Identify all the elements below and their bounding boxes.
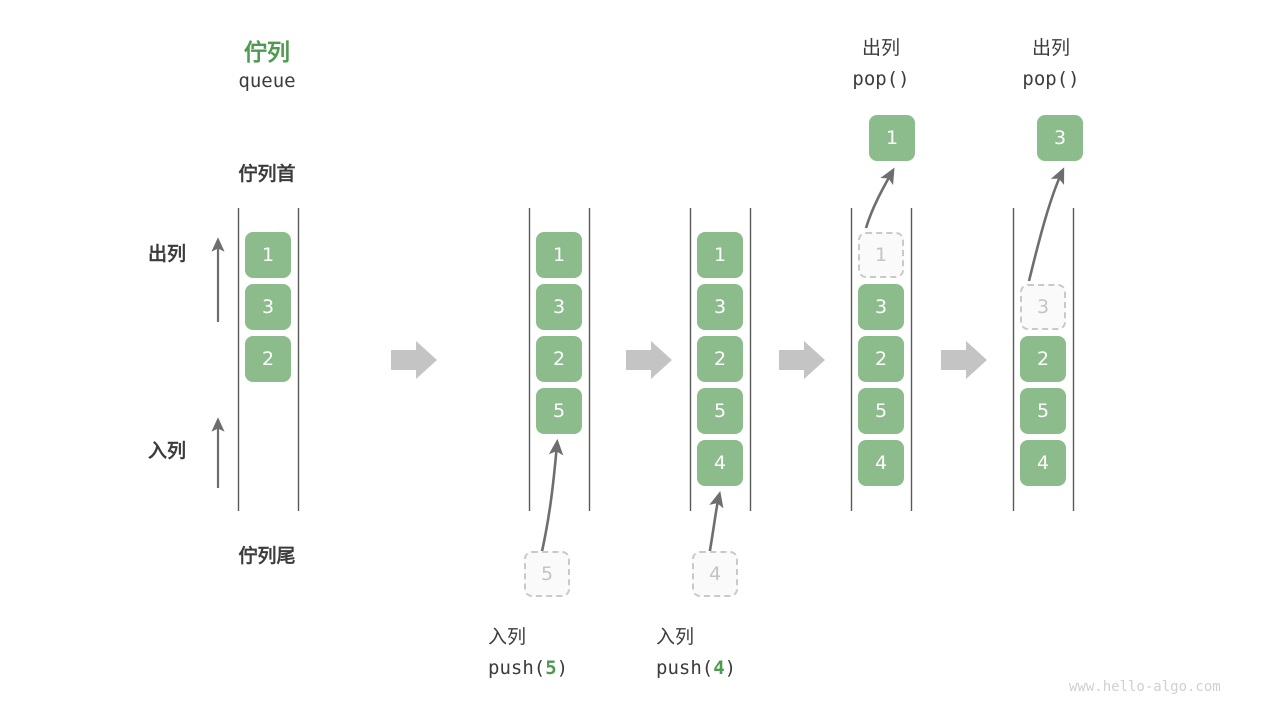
queue-cell[interactable]: 2 xyxy=(536,336,582,382)
step-transition-arrow-1 xyxy=(391,341,437,379)
queue-cell[interactable]: 4 xyxy=(697,440,743,486)
queue-cell[interactable]: 3 xyxy=(245,284,291,330)
queue-container-rails-step-3 xyxy=(689,208,752,511)
queue-cell[interactable]: 3 xyxy=(697,284,743,330)
queue-cell[interactable]: 5 xyxy=(536,388,582,434)
push-code-arg: 4 xyxy=(713,657,725,679)
queue-container-rails-step-4 xyxy=(850,208,913,511)
push-code-suffix: ) xyxy=(724,657,737,679)
queue-column-step-1: 1 3 2 xyxy=(245,232,291,382)
push-caption-code-step-2: push(5) xyxy=(488,657,648,679)
push-caption-cn-step-2: 入列 xyxy=(488,626,527,648)
incoming-element-step-3[interactable]: 4 xyxy=(692,551,738,597)
queue-cell[interactable]: 2 xyxy=(858,336,904,382)
push-arrow-step-3 xyxy=(707,490,724,557)
outgoing-element-step-4[interactable]: 1 xyxy=(869,115,915,161)
watermark: www.hello-algo.com xyxy=(1069,679,1221,695)
queue-head-label: 佇列首 xyxy=(238,163,296,185)
queue-column-step-3: 1 3 2 5 4 xyxy=(697,232,743,486)
queue-cell[interactable]: 2 xyxy=(1020,336,1066,382)
push-code-prefix: push( xyxy=(488,657,546,679)
step-transition-arrow-3 xyxy=(779,341,825,379)
outgoing-element-step-5[interactable]: 3 xyxy=(1037,115,1083,161)
queue-cell[interactable]: 4 xyxy=(1020,440,1066,486)
step-transition-arrow-4 xyxy=(941,341,987,379)
queue-cell[interactable]: 3 xyxy=(536,284,582,330)
queue-cell[interactable]: 5 xyxy=(1020,388,1066,434)
push-arrow-step-2 xyxy=(539,438,564,557)
pop-header-cn-step-5: 出列 xyxy=(1031,37,1070,59)
push-code-suffix: ) xyxy=(556,657,569,679)
pop-header-code-step-4: pop() xyxy=(852,68,910,90)
enqueue-side-label: 入列 xyxy=(148,440,187,462)
queue-cell[interactable]: 1 xyxy=(245,232,291,278)
queue-container-rails-step-5 xyxy=(1012,208,1075,511)
queue-cell[interactable]: 2 xyxy=(245,336,291,382)
queue-cell-removed[interactable]: 1 xyxy=(858,232,904,278)
push-caption-cn-step-3: 入列 xyxy=(656,626,695,648)
queue-cell[interactable]: 2 xyxy=(697,336,743,382)
pop-header-code-step-5: pop() xyxy=(1022,68,1080,90)
pop-header-cn-step-4: 出列 xyxy=(861,37,900,59)
queue-cell[interactable]: 3 xyxy=(858,284,904,330)
push-caption-code-step-3: push(4) xyxy=(656,657,816,679)
queue-cell-removed[interactable]: 3 xyxy=(1020,284,1066,330)
step-transition-arrow-2 xyxy=(626,341,672,379)
page-title-cn: 佇列 xyxy=(244,40,290,66)
queue-column-step-4: 1 3 2 5 4 xyxy=(858,232,904,486)
push-code-arg: 5 xyxy=(545,657,557,679)
queue-cell[interactable]: 5 xyxy=(858,388,904,434)
queue-tail-label: 佇列尾 xyxy=(238,545,296,567)
page-title-en: queue xyxy=(238,70,296,92)
queue-column-step-2: 1 3 2 5 xyxy=(536,232,582,434)
queue-cell[interactable]: 4 xyxy=(858,440,904,486)
pop-arrow-step-4 xyxy=(864,167,895,229)
queue-cell[interactable]: 1 xyxy=(536,232,582,278)
queue-container-rails-step-1 xyxy=(237,208,300,511)
dequeue-side-label: 出列 xyxy=(148,243,187,265)
queue-cell[interactable]: 1 xyxy=(697,232,743,278)
pop-arrow-step-5 xyxy=(1027,167,1065,282)
queue-cell[interactable]: 5 xyxy=(697,388,743,434)
push-code-prefix: push( xyxy=(656,657,714,679)
queue-container-rails-step-2 xyxy=(528,208,591,511)
incoming-element-step-2[interactable]: 5 xyxy=(524,551,570,597)
queue-column-step-5: 3 2 5 4 xyxy=(1020,232,1066,486)
